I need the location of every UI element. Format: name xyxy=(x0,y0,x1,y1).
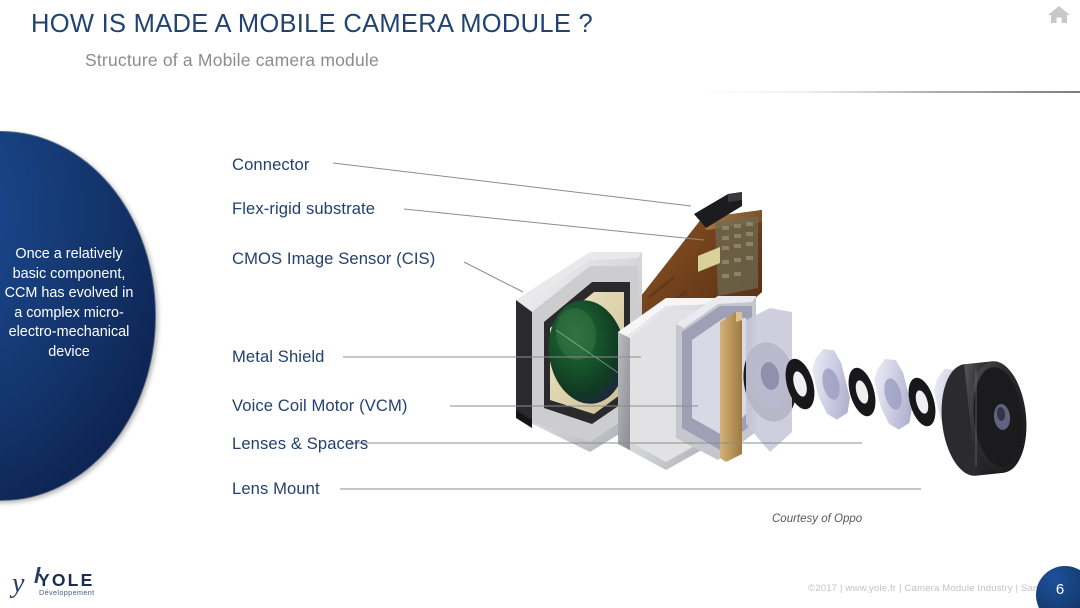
label-cmos-image-sensor: CMOS Image Sensor (CIS) xyxy=(232,249,436,268)
page-title: HOW IS MADE A MOBILE CAMERA MODULE ? xyxy=(31,10,594,38)
label-connector: Connector xyxy=(232,155,310,174)
logo-mark: y xyxy=(12,568,25,599)
label-lens-mount: Lens Mount xyxy=(232,479,320,498)
callout-text: Once a relatively basic component, CCM h… xyxy=(4,246,134,360)
title-divider xyxy=(700,91,1080,93)
label-flex-rigid-substrate: Flex-rigid substrate xyxy=(232,199,376,218)
page-subtitle: Structure of a Mobile camera module xyxy=(85,50,379,70)
image-credit: Courtesy of Oppo xyxy=(772,513,863,525)
camera-module-exploded-illustration xyxy=(516,192,1027,476)
logo-tagline: Développement xyxy=(39,588,95,597)
label-voice-coil-motor: Voice Coil Motor (VCM) xyxy=(232,396,408,415)
label-lenses-and-spacers: Lenses & Spacers xyxy=(232,434,369,453)
voice-coil-motor-part xyxy=(676,246,797,462)
logo-wordmark: YOLE xyxy=(38,570,95,590)
page-number: 6 xyxy=(1055,581,1065,598)
cmos-image-sensor-part xyxy=(516,252,642,452)
yole-logo[interactable]: y YOLE Développement xyxy=(12,566,108,600)
home-icon[interactable] xyxy=(1046,3,1072,25)
lens-mount-part xyxy=(941,361,1027,476)
footer-note: ©2017 | www.yole.fr | Camera Module Indu… xyxy=(808,583,1055,594)
connector-part xyxy=(694,192,742,228)
label-metal-shield: Metal Shield xyxy=(232,347,325,366)
